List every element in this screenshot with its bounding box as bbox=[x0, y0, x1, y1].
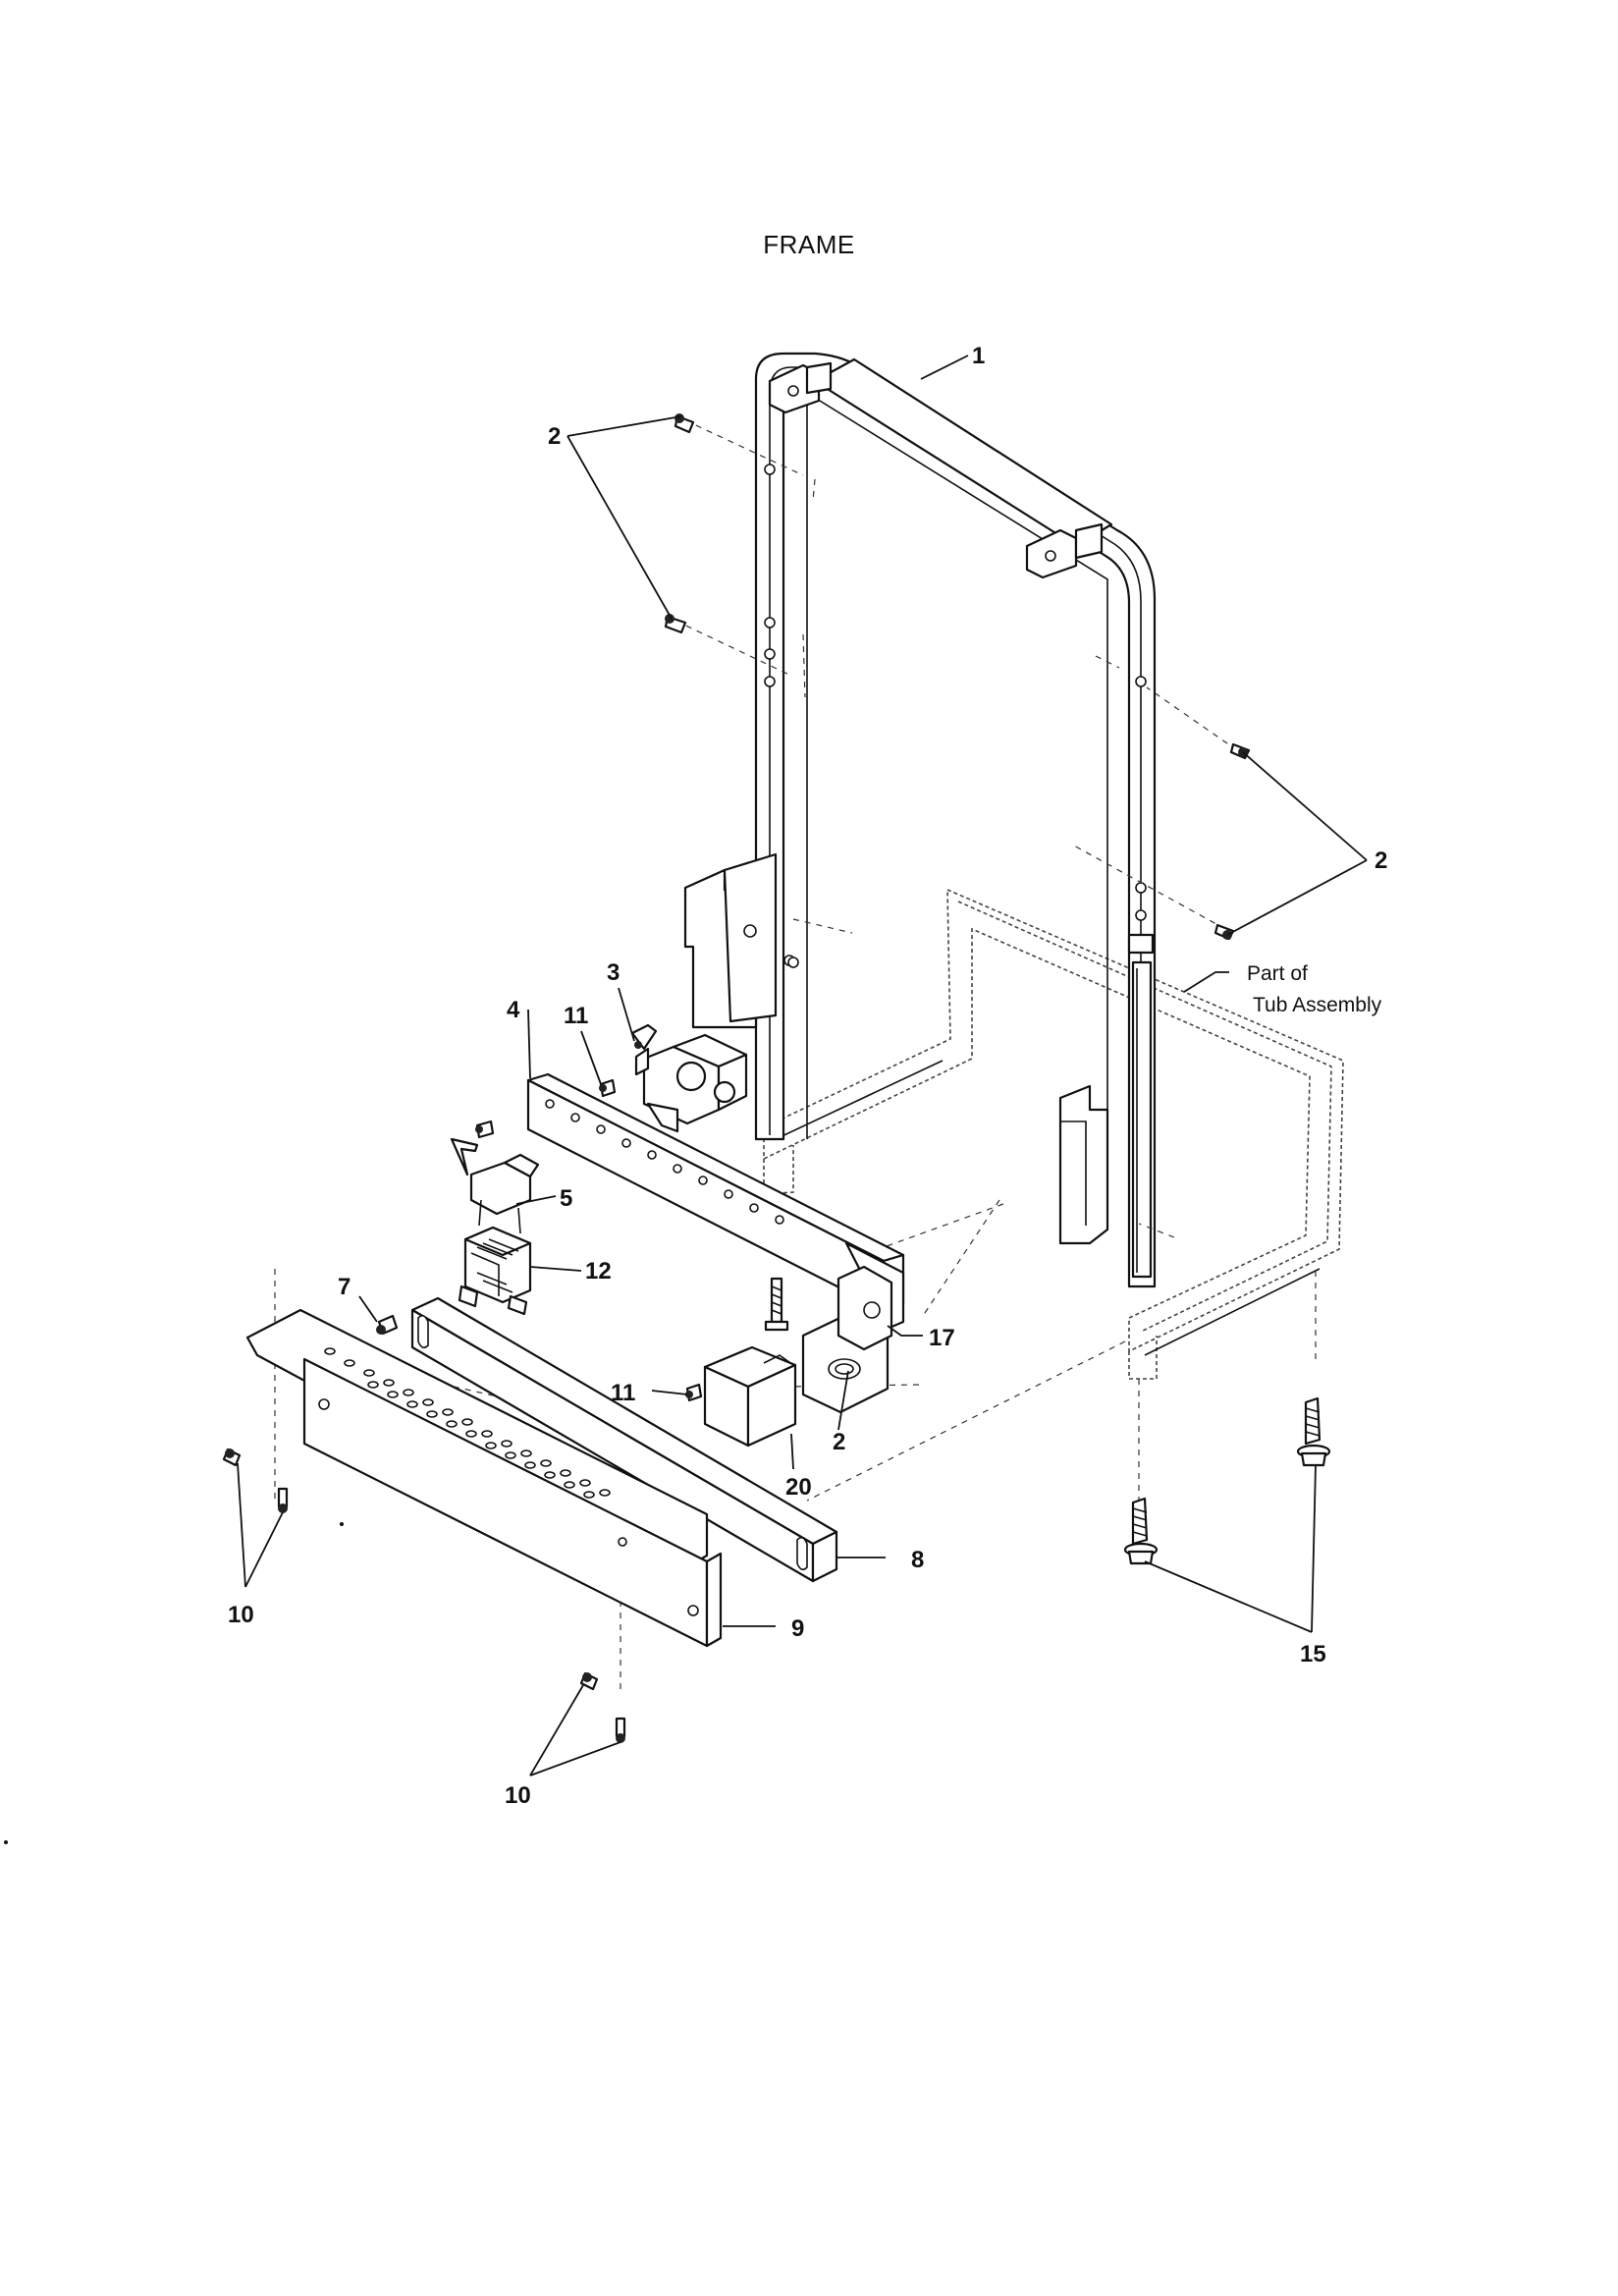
speck bbox=[4, 1840, 8, 1844]
leveling-leg-15-right bbox=[1296, 1396, 1331, 1467]
callout-11-upper: 11 bbox=[564, 1003, 588, 1029]
screw-near-rail bbox=[475, 1120, 495, 1139]
note-line-2: Tub Assembly bbox=[1253, 994, 1382, 1016]
callout-2-right: 2 bbox=[1375, 847, 1387, 874]
switch-part-5 bbox=[450, 1137, 540, 1234]
callout-11-lower: 11 bbox=[611, 1380, 635, 1406]
screw-part-7 bbox=[376, 1314, 399, 1336]
screw-11-lower bbox=[685, 1383, 703, 1402]
screw-10-bottom-a bbox=[579, 1671, 599, 1691]
toekick-plate-part-9 bbox=[245, 1308, 723, 1648]
box-part-20 bbox=[703, 1345, 797, 1448]
callout-labels: 1 2 2 2 3 4 5 7 8 9 10 10 11 11 12 15 17… bbox=[228, 343, 1387, 1809]
callout-2-bracket: 2 bbox=[833, 1429, 845, 1455]
callout-3: 3 bbox=[607, 959, 620, 986]
leveling-leg-15-left bbox=[1123, 1497, 1159, 1565]
screw-2-mid-left bbox=[664, 614, 687, 634]
callout-2-top-left: 2 bbox=[548, 423, 561, 450]
relay-part-12 bbox=[458, 1226, 532, 1316]
callout-9: 9 bbox=[791, 1615, 804, 1642]
screw-10-left-b bbox=[277, 1487, 289, 1513]
vent-holes bbox=[324, 1347, 611, 1499]
main-frame-part bbox=[683, 352, 1157, 1288]
callout-7: 7 bbox=[338, 1274, 351, 1300]
callout-15: 15 bbox=[1300, 1641, 1326, 1667]
rail-part-8 bbox=[410, 1296, 838, 1583]
screw-2-top-left bbox=[674, 413, 695, 434]
screw-11-upper bbox=[599, 1078, 617, 1098]
callout-4: 4 bbox=[507, 997, 520, 1023]
callout-8: 8 bbox=[911, 1547, 924, 1573]
speck bbox=[340, 1522, 344, 1526]
valve-part-3 bbox=[630, 1023, 748, 1133]
callout-1: 1 bbox=[972, 343, 985, 369]
bracket-part-17 bbox=[801, 1265, 893, 1414]
screw-10-left-a bbox=[222, 1448, 242, 1467]
callout-10-left: 10 bbox=[228, 1602, 254, 1628]
tub-assembly-note: Part of Tub Assembly bbox=[1247, 962, 1382, 1016]
callout-20: 20 bbox=[785, 1474, 812, 1501]
diagram-title: FRAME bbox=[763, 230, 855, 259]
callout-12: 12 bbox=[585, 1258, 612, 1285]
note-line-1: Part of bbox=[1247, 962, 1308, 985]
callout-17: 17 bbox=[929, 1325, 955, 1351]
callout-5: 5 bbox=[560, 1185, 572, 1212]
callout-10-bottom: 10 bbox=[505, 1782, 531, 1809]
screw-10-bottom-b bbox=[615, 1717, 626, 1743]
leader-lines bbox=[237, 355, 1368, 1777]
screw-2-bracket bbox=[764, 1277, 789, 1332]
